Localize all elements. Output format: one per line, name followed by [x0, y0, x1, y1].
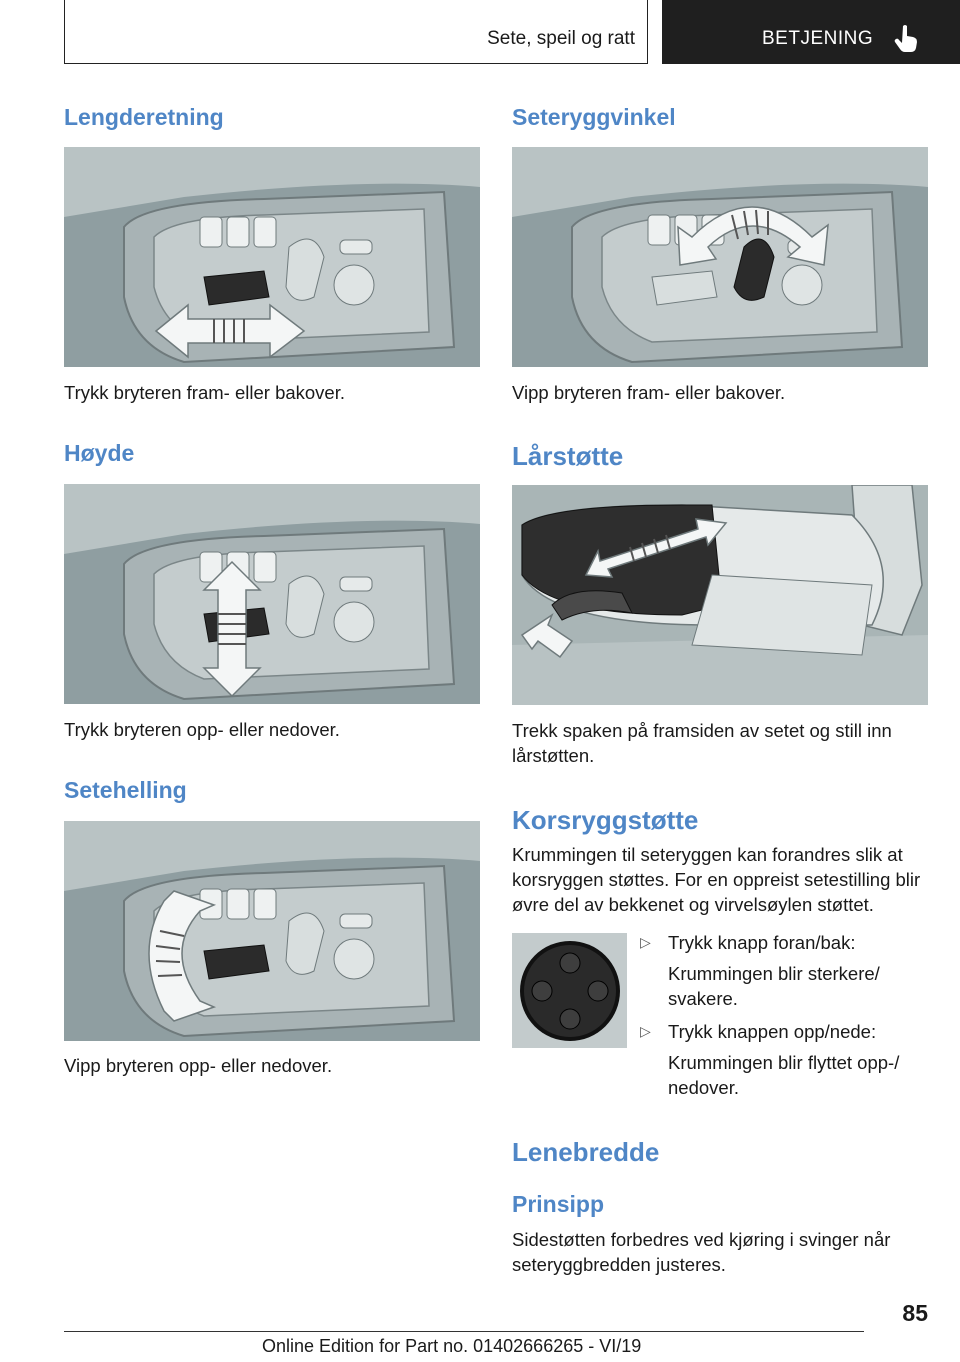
triangle-bullet-icon: ▷: [640, 934, 651, 950]
triangle-bullet-icon: ▷: [640, 1023, 651, 1039]
text-larstotte: Trekk spaken på framsiden av setet og st…: [512, 720, 892, 766]
seat-illustration-thigh-support: [512, 485, 928, 705]
header-chapter-tab: BETJENING: [662, 0, 960, 64]
text-korsryggstotte: Krummingen til seteryggen kan forandres …: [512, 844, 921, 915]
heading-setehelling: Setehelling: [64, 777, 187, 803]
footer-edition: Online Edition for Part no. 01402666265 …: [262, 1336, 642, 1356]
heading-seteryggvinkel: Seteryggvinkel: [512, 104, 676, 130]
lumbar-instructions-list: ▷ Trykk knapp foran/bak: Krummingen blir…: [640, 930, 930, 1108]
bullet-result: Krummingen blir sterkere/ svakere.: [668, 963, 880, 1009]
caption-setehelling: Vipp bryteren opp- eller nedover.: [64, 1055, 333, 1076]
caption-hoyde: Trykk bryteren opp- eller nedover.: [64, 719, 340, 740]
seat-illustration-longitudinal: [64, 147, 480, 367]
heading-larstotte: Lårstøtte: [512, 441, 624, 471]
subheading-prinsipp: Prinsipp: [512, 1191, 605, 1217]
list-item: ▷ Trykk knapp foran/bak:: [640, 930, 930, 955]
bullet-text: Trykk knappen opp/nede:: [668, 1021, 877, 1042]
caption-seteryggvinkel: Vipp bryteren fram- eller bakover.: [512, 382, 786, 403]
heading-hoyde: Høyde: [64, 440, 135, 466]
lumbar-support-switch-image: [512, 933, 627, 1048]
heading-lenebredde: Lenebredde: [512, 1137, 660, 1167]
caption-lengderetning: Trykk bryteren fram- eller bakover.: [64, 382, 346, 403]
page-number: 85: [902, 1300, 928, 1326]
text-lenebredde: Sidestøtten forbedres ved kjøring i svin…: [512, 1229, 891, 1275]
header-section-title: Sete, speil og ratt: [487, 28, 635, 49]
seat-illustration-tilt: [64, 821, 480, 1041]
seat-illustration-backrest-angle: [512, 147, 928, 367]
heading-korsryggstotte: Korsryggstøtte: [512, 805, 699, 835]
list-item: ▷ Trykk knappen opp/nede:: [640, 1019, 930, 1044]
heading-lengderetning: Lengderetning: [64, 104, 224, 130]
bullet-result: Krummingen blir flyttet opp-/ nedover.: [668, 1052, 900, 1098]
footer-divider: [64, 1331, 864, 1332]
header-section-box: Sete, speil og ratt: [64, 0, 648, 64]
pointing-hand-icon: [894, 25, 917, 52]
seat-illustration-height: [64, 484, 480, 704]
header-chapter-title: BETJENING: [762, 28, 874, 49]
bullet-text: Trykk knapp foran/bak:: [668, 932, 856, 953]
